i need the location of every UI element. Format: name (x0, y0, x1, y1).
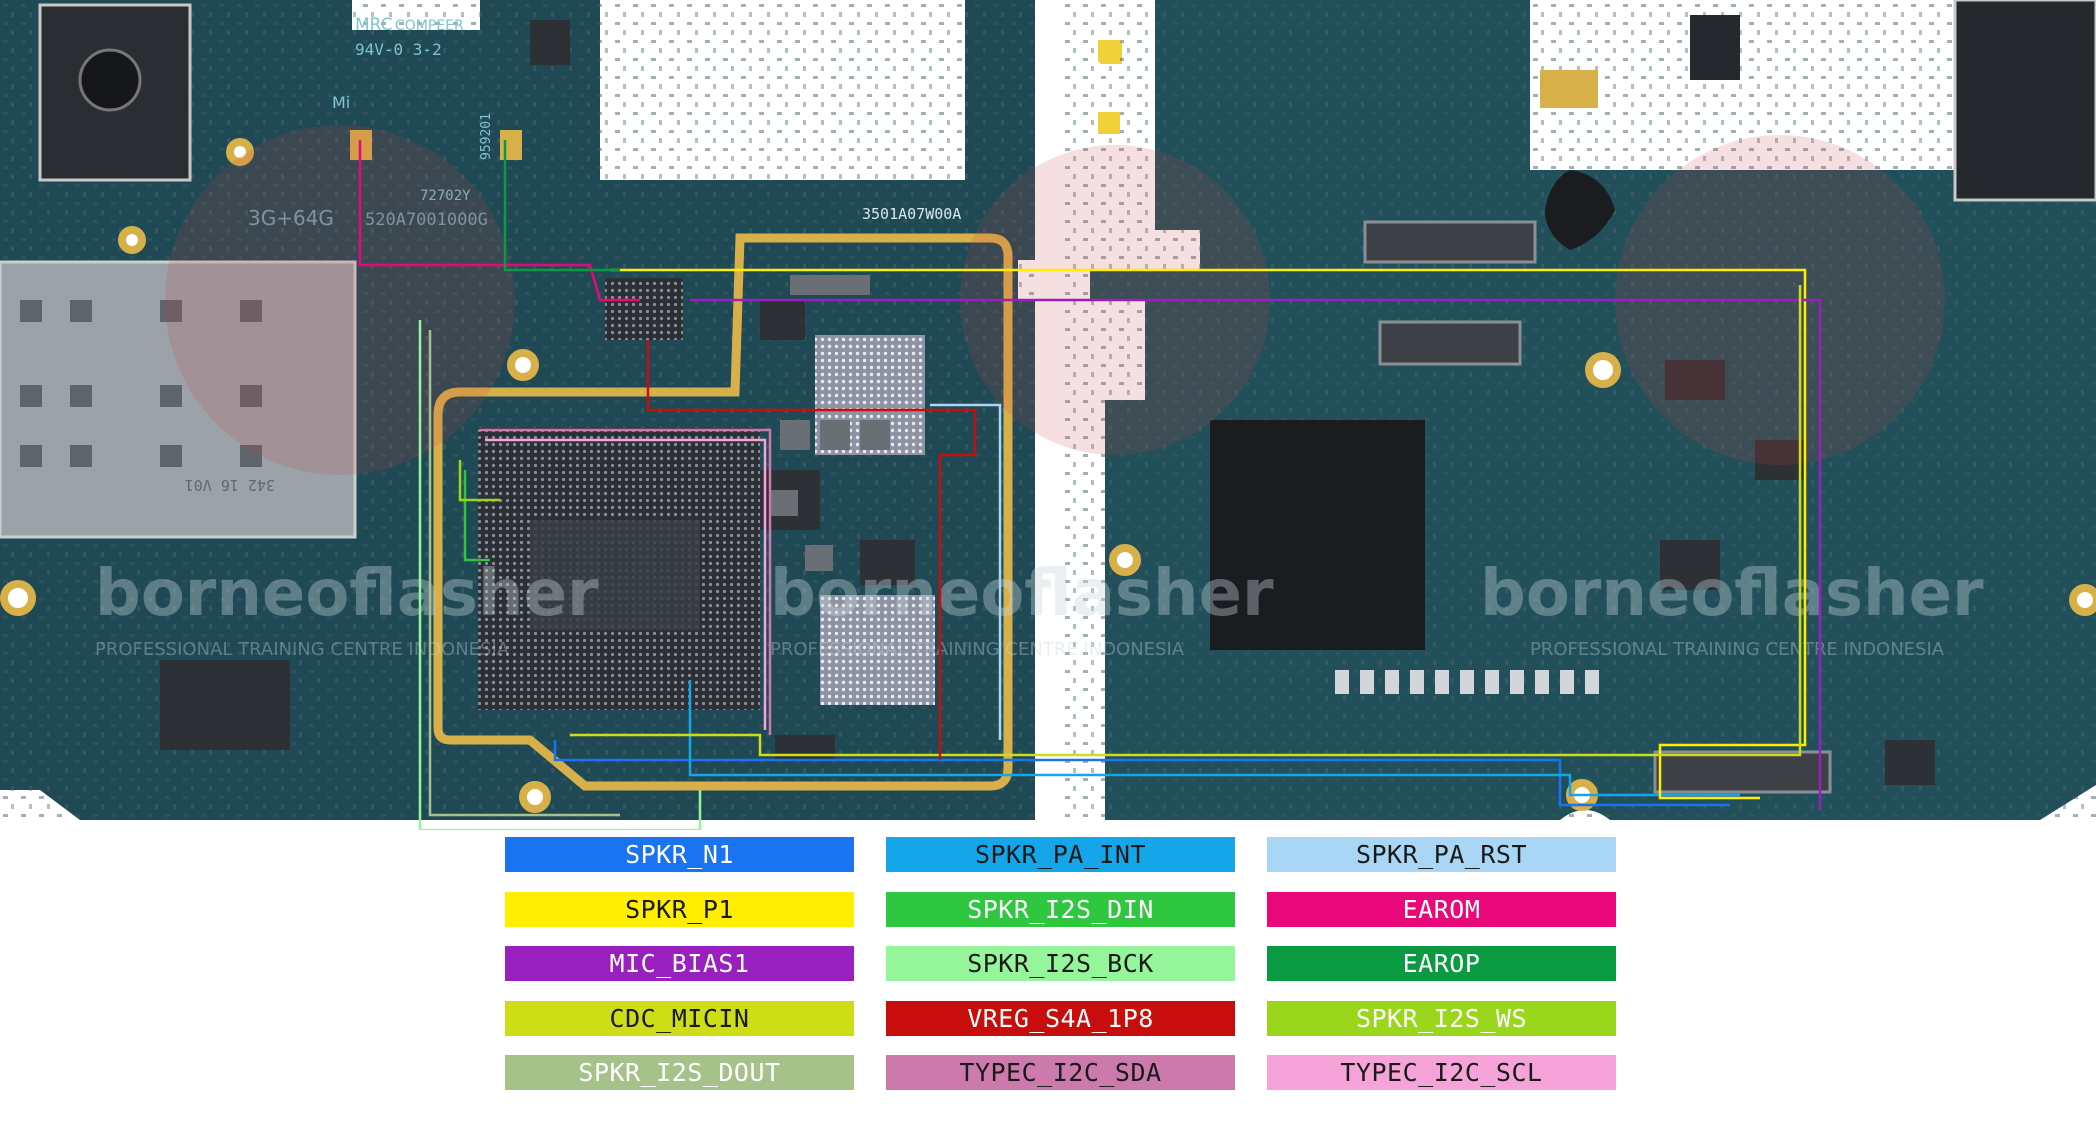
legend-typec-i2c-sda: TYPEC_I2C_SDA (886, 1055, 1235, 1090)
trace-spkr-i2s-bck (418, 320, 702, 830)
legend-label: VREG_S4A_1P8 (967, 1004, 1154, 1033)
trace-spkr-n1 (553, 740, 1730, 807)
silk-memory: 3G+64G (248, 206, 334, 230)
pcb-board-photo: MRC COMPEER 94V-0 3-2 Mi 3G+64G 520A7001… (0, 0, 2096, 830)
legend-spkr-pa-rst: SPKR_PA_RST (1267, 837, 1616, 872)
legend-earop: EAROP (1267, 946, 1616, 981)
legend-label: SPKR_I2S_DOUT (578, 1058, 781, 1087)
board-connector-bottom (1653, 750, 1832, 794)
legend-label: SPKR_N1 (625, 840, 734, 869)
legend-label: CDC_MICIN (609, 1004, 750, 1033)
trace-earop (503, 140, 620, 272)
legend-spkr-pa-int: SPKR_PA_INT (886, 837, 1235, 872)
legend-vreg-s4a-1p8: VREG_S4A_1P8 (886, 1001, 1235, 1036)
legend-label: SPKR_I2S_BCK (967, 949, 1154, 978)
silk-board-id: 3501A07W00A (862, 205, 961, 223)
legend-label: MIC_BIAS1 (609, 949, 750, 978)
audio-jack-right (1953, 0, 2096, 202)
trace-spkr-i2s-ws (458, 460, 500, 502)
legend-label: TYPEC_I2C_SCL (1340, 1058, 1543, 1087)
legend-label: EAROM (1402, 895, 1481, 924)
legend-label: SPKR_I2S_DIN (967, 895, 1154, 924)
right-board (1065, 0, 2096, 820)
trace-cdc-micin (570, 285, 1802, 757)
legend-label: SPKR_P1 (625, 895, 734, 924)
watermark-brand-1: borneoflasher (95, 557, 599, 631)
silk-part: 520A7001000G (365, 210, 488, 230)
watermark-brand-2: borneoflasher (770, 557, 1274, 631)
trace-spkr-p1 (610, 268, 1807, 800)
silk-compeer: COMPEER (395, 18, 464, 34)
legend-spkr-p1: SPKR_P1 (505, 892, 854, 927)
silk-mi: Mi (332, 93, 350, 112)
legend-label: SPKR_PA_INT (974, 840, 1147, 869)
trace-earom (358, 140, 640, 302)
watermark-brand-3: borneoflasher (1480, 557, 1984, 631)
codec-bga (820, 595, 935, 705)
legend-spkr-i2s-din: SPKR_I2S_DIN (886, 892, 1235, 927)
legend-mic-bias1: MIC_BIAS1 (505, 946, 854, 981)
trace-typec-sda (480, 428, 772, 735)
watermark-tagline-1: PROFESSIONAL TRAINING CENTRE INDONESIA (95, 639, 510, 660)
legend-spkr-i2s-ws: SPKR_I2S_WS (1267, 1001, 1616, 1036)
board-connector-mid (1378, 320, 1522, 366)
signal-traces (358, 140, 1822, 830)
watermark-tagline-3: PROFESSIONAL TRAINING CENTRE INDONESIA (1530, 639, 1945, 660)
trace-vreg-s4a (646, 340, 977, 760)
trace-spkr-pa-rst (930, 403, 1002, 740)
trace-mic-bias1 (690, 298, 1822, 810)
legend-spkr-n1: SPKR_N1 (505, 837, 854, 872)
legend-label: SPKR_I2S_WS (1355, 1004, 1528, 1033)
watermark-tagline-2: PROFESSIONAL TRAINING CENTRE INDONESIA (770, 639, 1185, 660)
main-soc (1210, 420, 1425, 650)
legend-label: EAROP (1402, 949, 1481, 978)
legend-cdc-micin: CDC_MICIN (505, 1001, 854, 1036)
silk-mrc: MRC (355, 15, 393, 35)
trace-spkr-pa-int (688, 680, 1740, 797)
silk-ul: 94V-0 3-2 (355, 40, 442, 59)
legend-label: TYPEC_I2C_SDA (959, 1058, 1162, 1087)
legend-spkr-i2s-dout: SPKR_I2S_DOUT (505, 1055, 854, 1090)
legend-label: SPKR_PA_RST (1355, 840, 1528, 869)
watermark: borneoflasher borneoflasher borneoflashe… (95, 125, 1984, 660)
board-connector-top (1363, 220, 1537, 264)
silk-lot: 72702Y (420, 188, 471, 204)
trace-typec-scl (485, 438, 767, 730)
legend-spkr-i2s-bck: SPKR_I2S_BCK (886, 946, 1235, 981)
legend-earom: EAROM (1267, 892, 1616, 927)
silk-code: 959201 (479, 113, 494, 160)
silk-version: 342 16 V01 (185, 476, 275, 494)
trace-spkr-i2s-dout (428, 330, 620, 817)
legend-typec-i2c-scl: TYPEC_I2C_SCL (1267, 1055, 1616, 1090)
